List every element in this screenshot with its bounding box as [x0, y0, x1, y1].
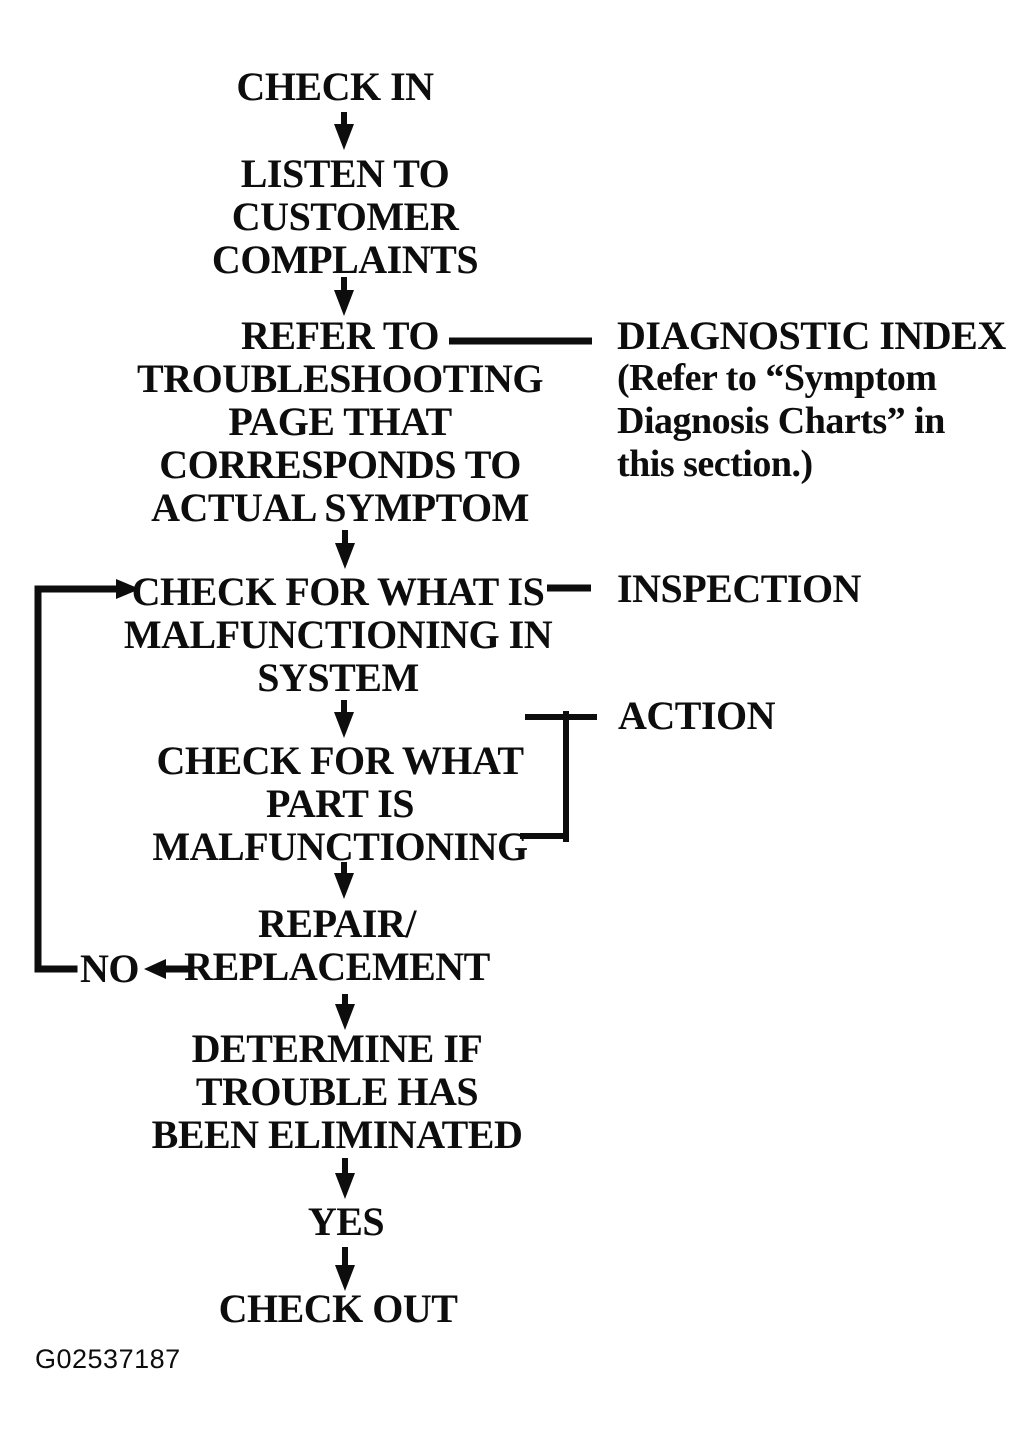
no-left-arrowhead: [144, 959, 166, 979]
no-feedback-loop: [34, 579, 140, 973]
node-refer-troubleshooting-page: REFER TO TROUBLESHOOTING PAGE THAT CORRE…: [137, 313, 543, 530]
down-arrow-3: [335, 530, 355, 569]
node-check-in: CHECK IN: [236, 64, 434, 109]
loop-right-arrowhead: [116, 579, 140, 599]
node-determine-trouble-eliminated: DETERMINE IF TROUBLE HAS BEEN ELIMINATED: [151, 1026, 523, 1157]
label-no: NO: [80, 946, 140, 991]
side-label-diagnostic-index: DIAGNOSTIC INDEX (Refer to “Symptom Diag…: [617, 314, 1006, 486]
label-yes: YES: [307, 1199, 385, 1244]
loop-line: [34, 585, 122, 973]
node-check-out: CHECK OUT: [218, 1286, 458, 1331]
no-left-arrow: [144, 959, 192, 979]
down-arrow-7: [335, 1158, 355, 1199]
down-arrow-6: [335, 994, 355, 1030]
diagnostic-index-note: (Refer to “Symptom Diagnosis Charts” in …: [617, 357, 945, 485]
node-repair-replacement: REPAIR/ REPLACEMENT: [184, 901, 490, 989]
node-check-part-malfunction: CHECK FOR WHAT PART IS MALFUNCTIONING: [152, 738, 528, 869]
down-arrow-1: [334, 112, 354, 150]
side-label-inspection: INSPECTION: [617, 566, 861, 611]
action-bracket: [520, 711, 597, 842]
figure-id: G02537187: [35, 1344, 181, 1374]
node-check-system-malfunction: CHECK FOR WHAT IS MALFUNCTIONING IN SYST…: [123, 569, 553, 700]
down-arrow-8: [335, 1247, 355, 1291]
down-arrow-4: [334, 700, 354, 738]
down-arrow-2: [334, 277, 354, 316]
node-listen-customer-complaints: LISTEN TO CUSTOMER COMPLAINTS: [211, 151, 479, 282]
side-label-action: ACTION: [618, 693, 776, 738]
down-arrow-5: [334, 862, 354, 899]
diagnostic-index-title: DIAGNOSTIC INDEX: [617, 313, 1006, 358]
